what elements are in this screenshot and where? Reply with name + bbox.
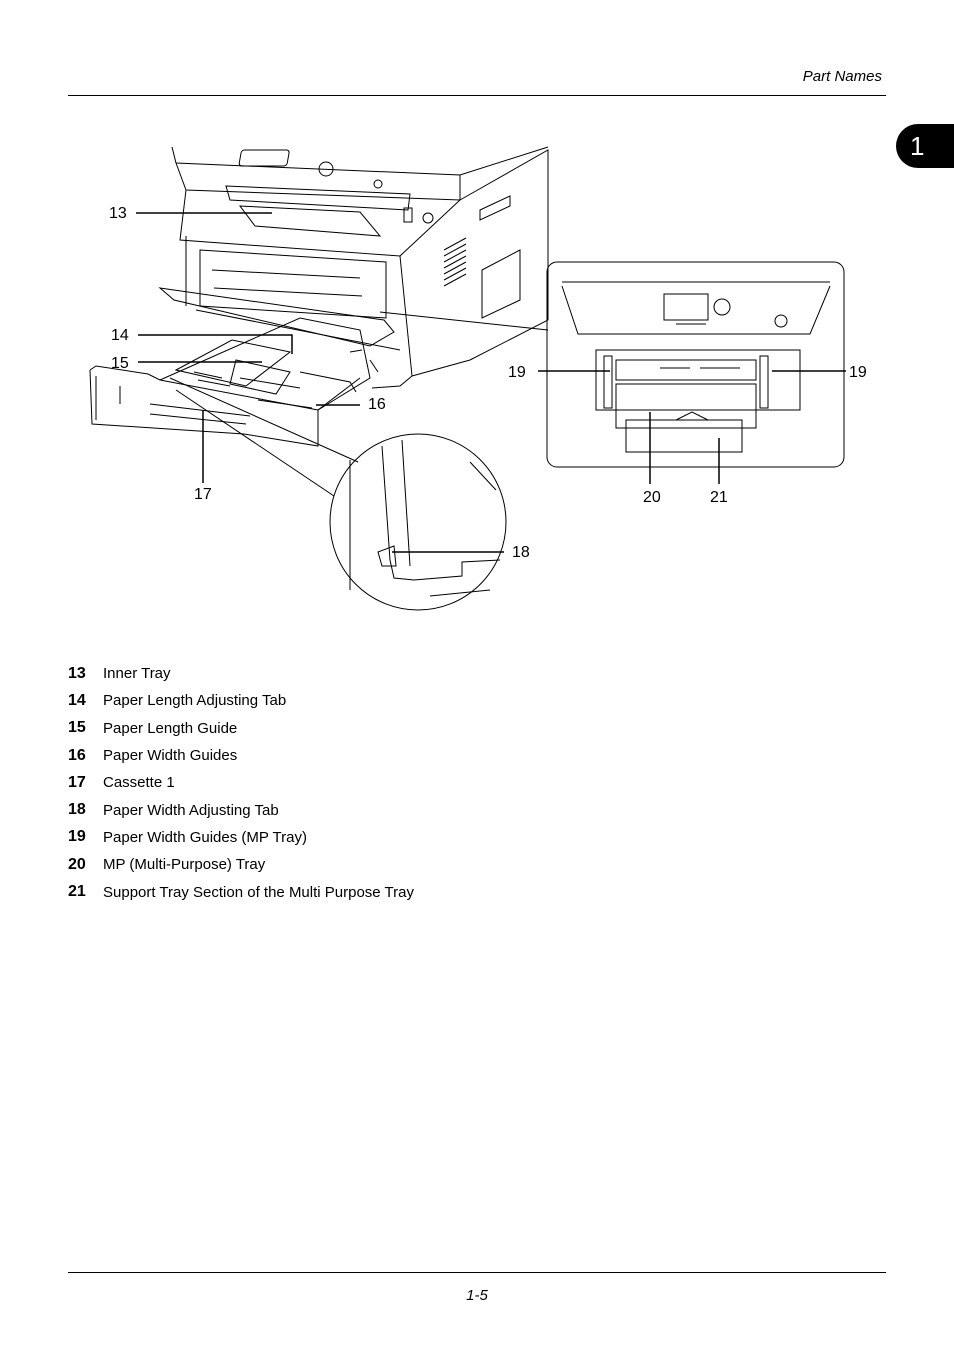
printer-body — [158, 146, 549, 389]
part-number: 17 — [68, 773, 86, 791]
part-name: Paper Length Guide — [103, 719, 238, 737]
detail-magnifier — [169, 377, 507, 611]
cassette-tray — [89, 317, 371, 447]
footer-rule — [68, 1272, 886, 1273]
list-item: 14 Paper Length Adjusting Tab — [68, 687, 414, 714]
callout-15: 15 — [111, 355, 129, 372]
callout-19-right: 19 — [849, 364, 867, 381]
part-name: Paper Width Guides — [103, 747, 238, 765]
mp-tray-detail — [379, 261, 845, 468]
list-item: 21 Support Tray Section of the Multi Purp… — [68, 878, 414, 905]
list-item: 20 MP (Multi-Purpose) Tray — [68, 851, 414, 878]
part-name: Paper Width Guides (MP Tray) — [103, 828, 307, 846]
part-number: 13 — [68, 664, 86, 682]
part-name: MP (Multi-Purpose) Tray — [103, 856, 266, 874]
callout-18: 18 — [512, 544, 530, 561]
part-number: 15 — [68, 719, 86, 737]
part-number: 14 — [68, 691, 86, 709]
page-number: 1-5 — [466, 1287, 488, 1304]
callout-14: 14 — [111, 327, 129, 344]
callout-16: 16 — [368, 396, 386, 413]
list-item: 15 Paper Length Guide — [68, 715, 414, 742]
callout-17: 17 — [194, 486, 212, 503]
header-rule — [68, 95, 886, 96]
part-name: Paper Width Adjusting Tab — [103, 801, 279, 819]
part-number: 18 — [68, 801, 86, 819]
callout-21: 21 — [710, 489, 728, 506]
callout-19-left: 19 — [508, 364, 526, 381]
part-number: 19 — [68, 828, 86, 846]
callout-20: 20 — [643, 489, 661, 506]
part-name: Cassette 1 — [103, 774, 175, 792]
part-name: Paper Length Adjusting Tab — [103, 692, 287, 710]
list-item: 13 Inner Tray — [68, 660, 414, 687]
part-number: 21 — [68, 883, 86, 901]
parts-list: 13 Inner Tray 14 Paper Length Adjusting Ta… — [68, 660, 414, 906]
printer-illustration: 13 14 15 16 17 18 19 19 20 21 — [89, 146, 867, 611]
list-item: 16 Paper Width Guides — [68, 742, 414, 769]
part-name: Inner Tray — [103, 665, 171, 683]
part-number: 20 — [68, 855, 86, 873]
callout-13: 13 — [109, 205, 127, 222]
list-item: 18 Paper Width Adjusting Tab — [68, 796, 414, 823]
list-item: 19 Paper Width Guides (MP Tray) — [68, 824, 414, 851]
list-item: 17 Cassette 1 — [68, 769, 414, 796]
part-name: Support Tray Section of the Multi Purpos… — [103, 883, 414, 901]
chapter-tab: 1 — [896, 124, 954, 168]
callout-leaders — [136, 212, 846, 553]
part-number: 16 — [68, 746, 86, 764]
section-title: Part Names — [802, 68, 882, 85]
